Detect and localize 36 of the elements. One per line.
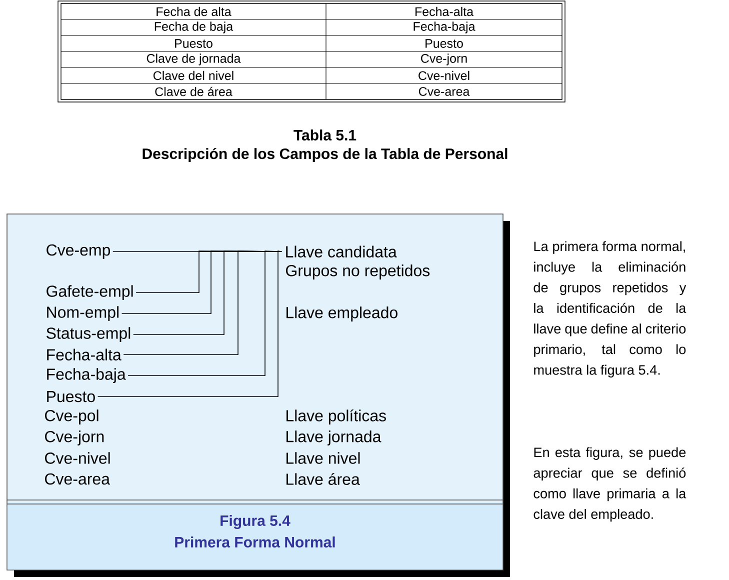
table-cell: Fecha de baja [154,22,234,34]
table-caption: Descripción de los Campos de la Tabla de Personal [142,148,508,162]
table-cell: Puesto [175,39,212,48]
field-name: Cve-emp [46,244,110,259]
field-name: Fecha-baja [47,368,126,384]
table-cell: Fecha-baja [414,22,476,34]
field-name: Fecha-alta [47,348,122,360]
field-name: Cve-nivel [45,452,110,464]
key-label: Llave políticas [286,409,386,425]
field-name: Puesto [47,391,95,402]
field-name: Cve-pol [45,410,98,424]
field-name: Cve-area [45,473,110,485]
table-cell: Cve-jorn [421,54,467,66]
table-cell: Cve-area [418,87,470,96]
key-label: Llave jornada [286,430,382,446]
table-cell: Cve-nivel [418,70,470,80]
paragraph: La primera forma normal, incluye la eliminación de grupos repetidos y la identificación de la llave que define al criterio primario, tal como lo muestra la figura 5.4. [534,241,686,378]
key-label: Llave candidata [286,246,397,258]
key-label: Grupos no repetidos [286,264,430,280]
table-cell: Fecha de alta [156,6,232,16]
key-label: Llave nivel [286,452,360,464]
connector-line [128,250,282,376]
field-name: Cve-jorn [45,430,104,446]
connector-line [97,250,282,397]
key-label: Llave área [286,473,360,485]
table-cell: Clave de área [155,86,232,96]
key-label: Llave empleado [286,306,398,322]
table-cell: Clave del nivel [153,70,234,80]
table-cell: Clave de jornada [146,54,241,66]
table-caption: Tabla 5.1 [294,130,356,140]
table-cell: Puesto [426,39,463,48]
field-name: Status-empl [46,327,130,342]
table-cell: Fecha-alta [416,6,474,16]
field-name: Gafete-empl [46,285,133,300]
paragraph: En esta figura, se puede apreciar que se definió como llave primaria a la clave del empleado. [534,447,686,522]
field-name: Nom-empl [47,306,118,322]
